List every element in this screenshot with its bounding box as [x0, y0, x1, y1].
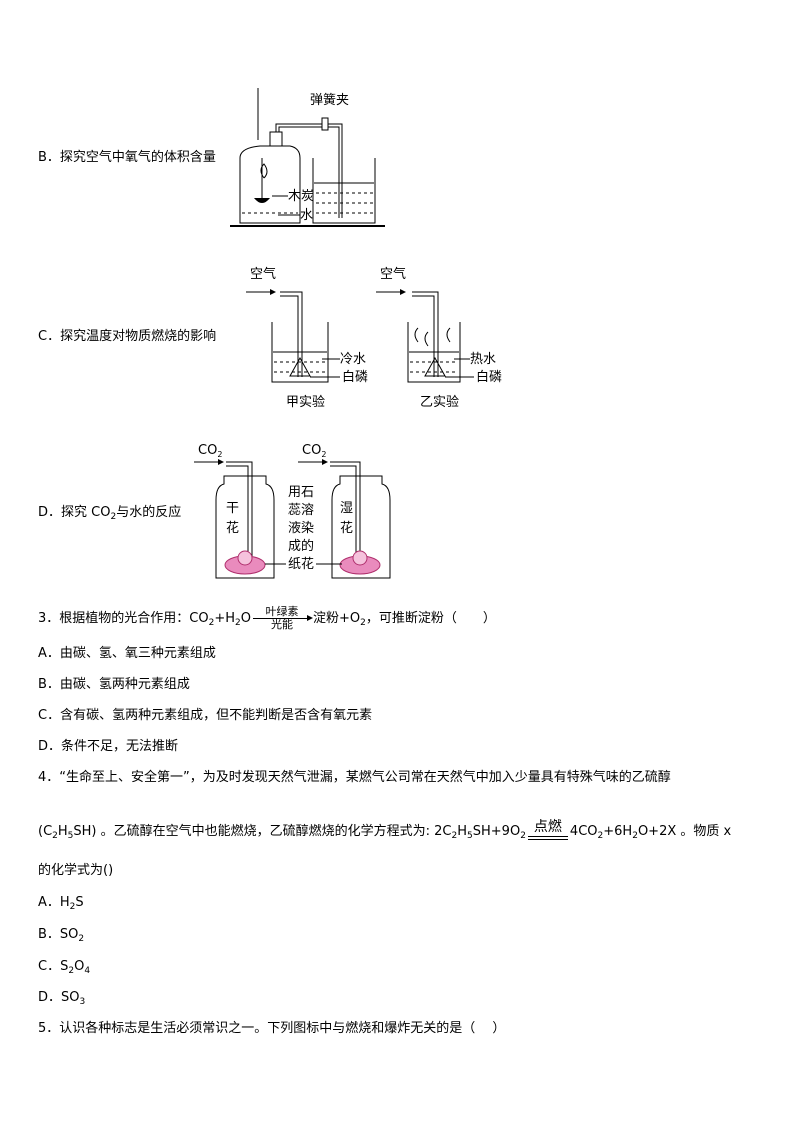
q4-option-c[interactable]: C．S2O4 [38, 959, 91, 976]
svg-text:热水: 热水 [470, 352, 496, 367]
q4-option-d[interactable]: D．SO3 [38, 990, 86, 1007]
question-4-line3: 的化学式为() [38, 863, 114, 878]
reaction-arrow: 叶绿素光能 [252, 606, 313, 631]
svg-text:冷水: 冷水 [340, 352, 366, 367]
svg-text:木炭: 木炭 [288, 189, 314, 204]
svg-text:水: 水 [300, 208, 313, 223]
svg-text:乙实验: 乙实验 [420, 394, 459, 410]
svg-text:甲实验: 甲实验 [286, 394, 325, 410]
svg-text:液染: 液染 [288, 521, 314, 536]
svg-text:成的: 成的 [288, 538, 314, 554]
svg-text:湿: 湿 [340, 501, 353, 516]
svg-text:纸花: 纸花 [288, 556, 314, 572]
svg-text:空气: 空气 [380, 266, 406, 282]
svg-text:干: 干 [226, 501, 239, 516]
q4-option-a[interactable]: A．H2S [38, 895, 84, 912]
svg-text:花: 花 [340, 520, 353, 536]
q3-option-a[interactable]: A．由碳、氢、氧三种元素组成 [38, 646, 216, 661]
temperature-combustion-apparatus: 空气 冷水 白磷 甲实验 空气 热水 白磷 乙实验 [246, 266, 502, 410]
svg-text:CO2: CO2 [198, 443, 222, 459]
svg-text:CO2: CO2 [302, 443, 326, 459]
svg-text:花: 花 [226, 520, 239, 536]
svg-text:蕊溶: 蕊溶 [288, 503, 314, 518]
q3-option-d[interactable]: D．条件不足，无法推断 [38, 739, 179, 754]
q3-option-c[interactable]: C．含有碳、氢两种元素组成，但不能判断是否含有氧元素 [38, 708, 373, 723]
question-4-line1: 4．“生命至上、安全第一”，为及时发现天然气泄漏，某燃气公司常在天然气中加入少量… [38, 770, 671, 785]
q3-option-b[interactable]: B．由碳、氢两种元素组成 [38, 677, 190, 692]
option-c-label: C．探究温度对物质燃烧的影响 [38, 329, 217, 344]
svg-text:白磷: 白磷 [342, 369, 368, 385]
svg-text:弹簧夹: 弹簧夹 [310, 92, 349, 108]
combustion-equals: 点燃 [527, 818, 568, 840]
svg-text:用石: 用石 [288, 485, 314, 500]
q4-option-b[interactable]: B．SO2 [38, 927, 85, 944]
svg-text:空气: 空气 [250, 266, 276, 282]
question-4-line2: (C2H5SH) 。乙硫醇在空气中也能燃烧，乙硫醇燃烧的化学方程式为: 2C2H… [38, 818, 732, 841]
co2-water-apparatus: CO2 干花 CO2 湿花 用石 蕊溶 液染 成的 纸花 [194, 443, 391, 579]
svg-text:白磷: 白磷 [476, 369, 502, 385]
oxygen-volume-apparatus: 弹簧夹 木炭 水 [230, 88, 385, 227]
question-5-stem: 5．认识各种标志是生活必须常识之一。下列图标中与燃烧和爆炸无关的是（ ） [38, 1021, 506, 1036]
option-b-label: B．探究空气中氧气的体积含量 [38, 150, 216, 165]
option-d-label: D．探究 CO2与水的反应 [38, 505, 182, 522]
